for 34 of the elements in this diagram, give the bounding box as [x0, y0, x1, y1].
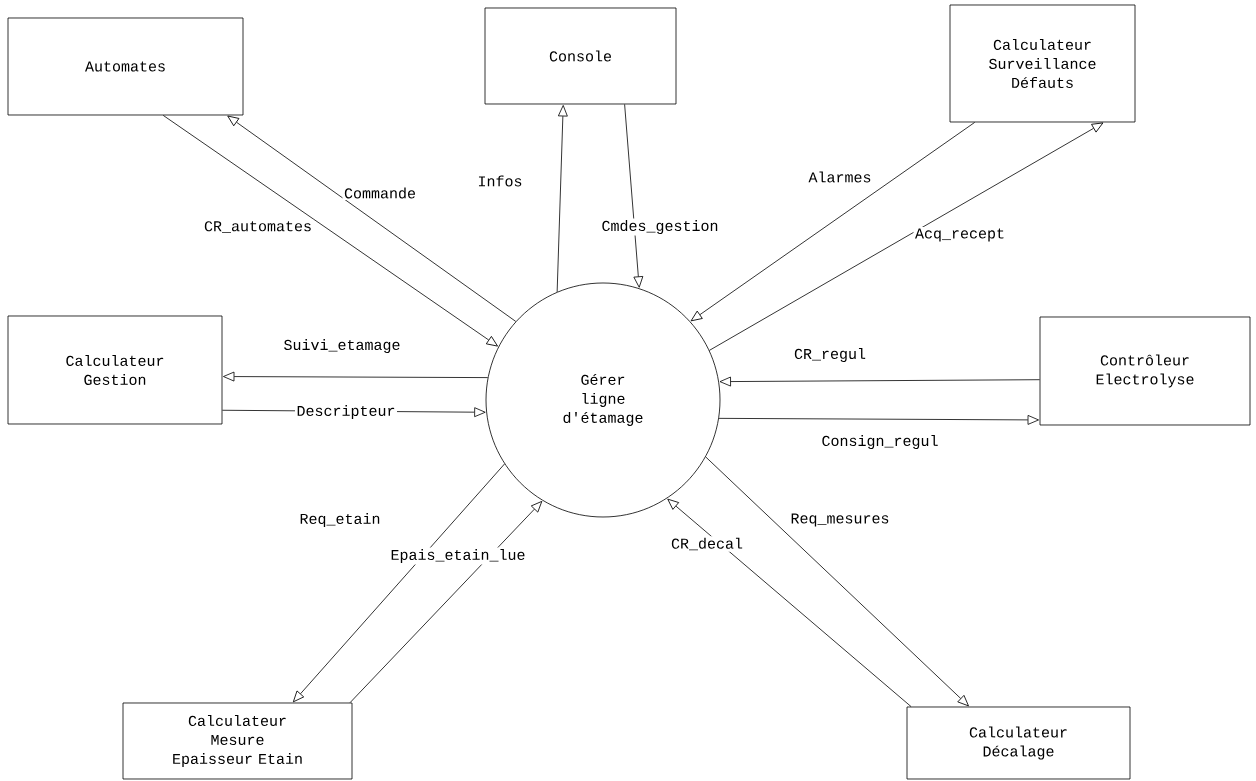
edge-label: Infos: [476, 174, 524, 188]
entity-box: Calculateur Mesure Epaisseur Etain: [122, 702, 353, 780]
entity-box: Automates: [7, 17, 244, 116]
entity-box: Console: [484, 7, 677, 105]
entity-box: Calculateur Décalage: [906, 706, 1131, 780]
edge-label: Acq_recept: [913, 226, 1007, 244]
edge-label: CR_decal: [669, 536, 745, 552]
arrow: [718, 415, 1039, 425]
edge-label: Consign_regul: [820, 433, 940, 451]
arrow: [349, 501, 543, 703]
arrow: [223, 371, 489, 382]
edge-label: CR_automates: [202, 219, 314, 235]
entity-box: Calculateur Gestion: [7, 315, 223, 425]
edge-label: Req_etain: [298, 511, 382, 529]
edge-label: Epais_etain_lue: [389, 547, 527, 565]
arrow: [227, 115, 517, 322]
arrow: [719, 376, 1040, 387]
entity-box: Calculateur Surveillance Défauts: [949, 4, 1136, 123]
arrow: [705, 456, 969, 707]
arrow: [292, 463, 505, 703]
arrow: [709, 122, 1104, 351]
edge-label: Commande: [342, 185, 418, 201]
edge-label: Req_mesures: [789, 512, 891, 528]
entity-box: Contrôleur Electrolyse: [1039, 316, 1251, 426]
edge-label: CR_regul: [792, 346, 868, 364]
edge-label: Cmdes_gestion: [600, 218, 720, 236]
arrow: [690, 122, 976, 322]
edge-label: Descripteur: [295, 403, 397, 421]
edge-label: Suivi_etamage: [282, 337, 402, 355]
arrow: [162, 115, 498, 347]
arrow: [556, 105, 568, 293]
arrow: [624, 104, 644, 288]
arrow: [667, 498, 912, 707]
edge-label: Alarmes: [807, 170, 873, 184]
